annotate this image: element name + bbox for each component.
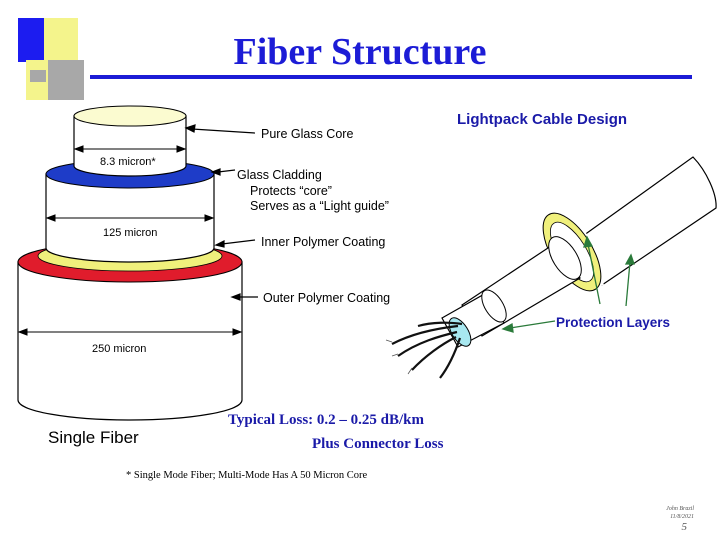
outer-size-label: 250 micron [92, 343, 147, 355]
deco-square-blue-2 [18, 18, 44, 62]
lightpack-cable [385, 156, 717, 379]
page-number: 5 [681, 521, 688, 533]
single-fiber-caption: Single Fiber [48, 428, 139, 447]
label-pointers [184, 124, 258, 301]
protection-pointers [501, 235, 635, 333]
footer-author: John Brazil [666, 506, 694, 512]
deco-square-gray-2 [30, 70, 46, 82]
deco-square-gray [48, 60, 84, 100]
protection-layers-label: Protection Layers [556, 315, 671, 330]
typical-loss-text: Typical Loss: 0.2 – 0.25 dB/km [228, 412, 425, 428]
core-label: Pure Glass Core [261, 127, 354, 141]
title-underline [90, 75, 692, 79]
lightpack-heading: Lightpack Cable Design [457, 111, 628, 128]
footnote: * Single Mode Fiber; Multi-Mode Has A 50… [126, 470, 368, 481]
slide-title: Fiber Structure [233, 31, 487, 73]
core-cylinder [73, 105, 187, 177]
cladding-size-label: 125 micron [103, 227, 158, 239]
footer-date: 11/8/2021 [670, 514, 694, 520]
cladding-label-2: Protects “core” [250, 184, 332, 198]
outer-coating-label: Outer Polymer Coating [263, 291, 391, 305]
cladding-label-1: Glass Cladding [237, 168, 322, 182]
inner-coating-label: Inner Polymer Coating [261, 235, 386, 249]
connector-loss-text: Plus Connector Loss [312, 436, 444, 452]
cladding-label-3: Serves as a “Light guide” [250, 199, 389, 213]
core-size-label: 8.3 micron* [100, 156, 156, 168]
dimension-arrows [17, 145, 243, 336]
